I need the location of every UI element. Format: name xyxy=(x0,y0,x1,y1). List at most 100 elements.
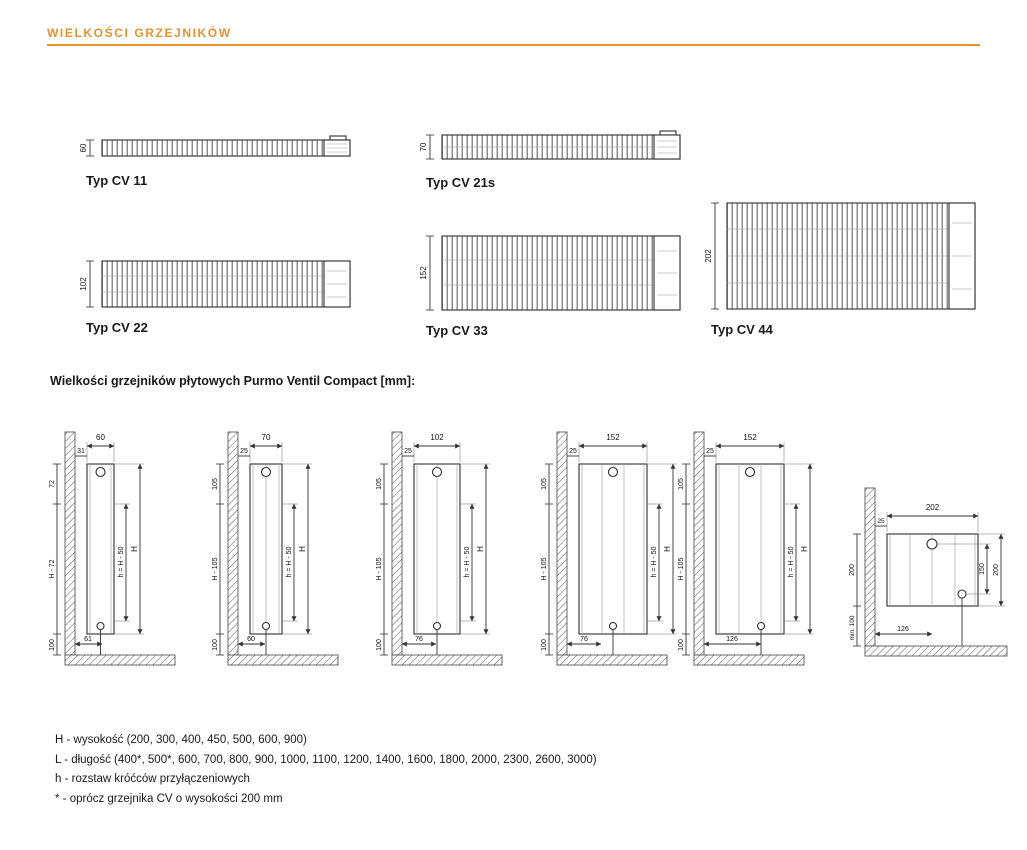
side-diagram-2: 70 25 105 H - 105 100 h = H - 50 H xyxy=(208,426,358,681)
dim-bottom-width: 126 xyxy=(726,636,738,643)
valve xyxy=(261,621,271,631)
radiator-body xyxy=(101,139,351,157)
side-diagram-1: 60 31 72 H - 72 100 h = H - 50 H xyxy=(45,426,195,681)
dim-h-formula: h = H - 50 xyxy=(286,546,293,577)
cv22-drawing: 102 xyxy=(79,260,351,308)
dim-bottom-clearance: 100 xyxy=(678,639,685,651)
radiator-body xyxy=(441,235,681,311)
legend-line-length: L - długość (400*, 500*, 600, 700, 800, … xyxy=(55,753,597,766)
type-label-cv33: Typ CV 33 xyxy=(426,323,488,338)
dim-top-width: 152 xyxy=(606,433,620,442)
cross-section-cv33: 152 Typ CV 33 xyxy=(419,231,685,338)
wall xyxy=(556,431,568,656)
dim-mid-height: 150 xyxy=(979,563,986,575)
dim-h-minus: H - 105 xyxy=(376,557,383,580)
valve xyxy=(432,621,442,631)
side-diagram-4: 152 25 105 H - 105 100 h = H - 50 H xyxy=(537,426,687,681)
valve xyxy=(756,621,766,631)
legend-line-height: H - wysokość (200, 300, 400, 450, 500, 6… xyxy=(55,734,307,746)
dim-wall-gap: 25 xyxy=(706,448,714,455)
dim-top-width: 60 xyxy=(96,433,105,442)
height-dim-label: 202 xyxy=(704,249,713,263)
legend-line-connections: h - rozstaw króćców przyłączeniowych xyxy=(55,773,250,785)
dimensions: 102 25 105 H - 105 100 h = H - 50 H xyxy=(376,433,490,656)
side-diagram-1-drawing: 60 31 72 H - 72 100 h = H - 50 H xyxy=(49,431,176,666)
dim-h-minus: H - 105 xyxy=(212,557,219,580)
type-label-cv21s: Typ CV 21s xyxy=(426,175,496,190)
dim-bottom-clearance: 100 xyxy=(541,639,548,651)
end-section-lines xyxy=(327,143,347,153)
end-section-lines xyxy=(657,250,677,296)
dim-top-width: 152 xyxy=(743,433,757,442)
height-dimension: 60 xyxy=(79,139,94,157)
cross-section-cv44: 202 Typ CV 44 xyxy=(704,198,990,337)
end-section-lines xyxy=(952,222,972,290)
radiator-body xyxy=(578,463,648,635)
dim-top-width: 102 xyxy=(430,433,444,442)
floor xyxy=(391,654,503,666)
type-label-cv22: Typ CV 22 xyxy=(86,320,148,335)
air-vent xyxy=(260,466,272,478)
dim-top-offset: 105 xyxy=(376,478,383,490)
dim-top-width: 70 xyxy=(262,433,271,442)
dimensions: 152 25 105 H - 105 100 h = H - 50 H xyxy=(678,433,814,656)
height-dim-label: 60 xyxy=(79,143,88,152)
side-diagram-2-drawing: 70 25 105 H - 105 100 h = H - 50 H xyxy=(212,431,339,666)
radiator-body xyxy=(86,463,115,635)
valve xyxy=(608,621,618,631)
dim-bottom-clearance: 100 xyxy=(376,639,383,651)
wall xyxy=(391,431,403,656)
wall xyxy=(864,487,876,647)
wall xyxy=(64,431,76,656)
top-tab xyxy=(659,130,677,136)
dim-height: H xyxy=(298,546,307,552)
dimensions: 70 25 105 H - 105 100 h = H - 50 H xyxy=(212,433,312,656)
side-diagram-5: 152 25 105 H - 105 100 h = H - 50 H xyxy=(674,426,824,681)
end-section-lines xyxy=(657,140,677,154)
wall xyxy=(693,431,705,656)
dim-height: H xyxy=(663,546,672,552)
dimensions: 202 25 200 min. 100 150 200 126 xyxy=(849,503,1005,647)
side-diagram-3: 102 25 105 H - 105 100 h = H - 50 H xyxy=(372,426,522,681)
dim-height: H xyxy=(476,546,485,552)
floor xyxy=(556,654,668,666)
cross-section-cv22: 102 Typ CV 22 xyxy=(79,256,365,335)
valve xyxy=(957,589,967,599)
side-diagram-3-drawing: 102 25 105 H - 105 100 h = H - 50 H xyxy=(376,431,503,666)
dim-h-formula: h = H - 50 xyxy=(118,546,125,577)
dim-wall-gap: 25 xyxy=(404,448,412,455)
floor xyxy=(227,654,339,666)
height-dimension: 202 xyxy=(704,202,719,310)
cv11-drawing: 60 xyxy=(79,135,351,157)
air-vent xyxy=(926,538,938,550)
floor xyxy=(864,645,1008,657)
cross-section-cv11: 60 Typ CV 11 xyxy=(79,131,365,188)
type-label-cv44: Typ CV 44 xyxy=(711,322,773,337)
corner-diagram-drawing: 202 25 200 min. 100 150 200 126 xyxy=(849,487,1008,657)
legend-line-footnote: * - oprócz grzejnika CV o wysokości 200 … xyxy=(55,792,283,805)
dim-top-offset: 105 xyxy=(212,478,219,490)
top-tab xyxy=(329,135,347,141)
wall xyxy=(227,431,239,656)
dim-h-formula: h = H - 50 xyxy=(464,546,471,577)
height-dimension: 152 xyxy=(419,235,434,311)
end-section-lines xyxy=(327,270,347,298)
side-diagram-4-drawing: 152 25 105 H - 105 100 h = H - 50 H xyxy=(541,431,677,666)
dim-bottom-clearance: 100 xyxy=(212,639,219,651)
cv33-drawing: 152 xyxy=(419,235,681,311)
page-title: WIELKOŚCI GRZEJNIKÓW xyxy=(47,26,232,40)
floor xyxy=(64,654,176,666)
air-vent xyxy=(607,466,619,478)
legend: H - wysokość (200, 300, 400, 450, 500, 6… xyxy=(55,731,597,809)
dim-wall-gap: 25 xyxy=(877,518,885,525)
dim-bottom-width: 60 xyxy=(247,636,255,643)
radiator-body xyxy=(715,463,785,635)
height-dimension: 70 xyxy=(419,134,434,160)
dim-bottom-width: 76 xyxy=(580,636,588,643)
floor xyxy=(693,654,805,666)
height-dim-label: 152 xyxy=(419,266,428,280)
dim-h-minus: H - 72 xyxy=(49,559,56,578)
dim-h-minus: H - 105 xyxy=(541,557,548,580)
dim-wall-gap: 25 xyxy=(569,448,577,455)
